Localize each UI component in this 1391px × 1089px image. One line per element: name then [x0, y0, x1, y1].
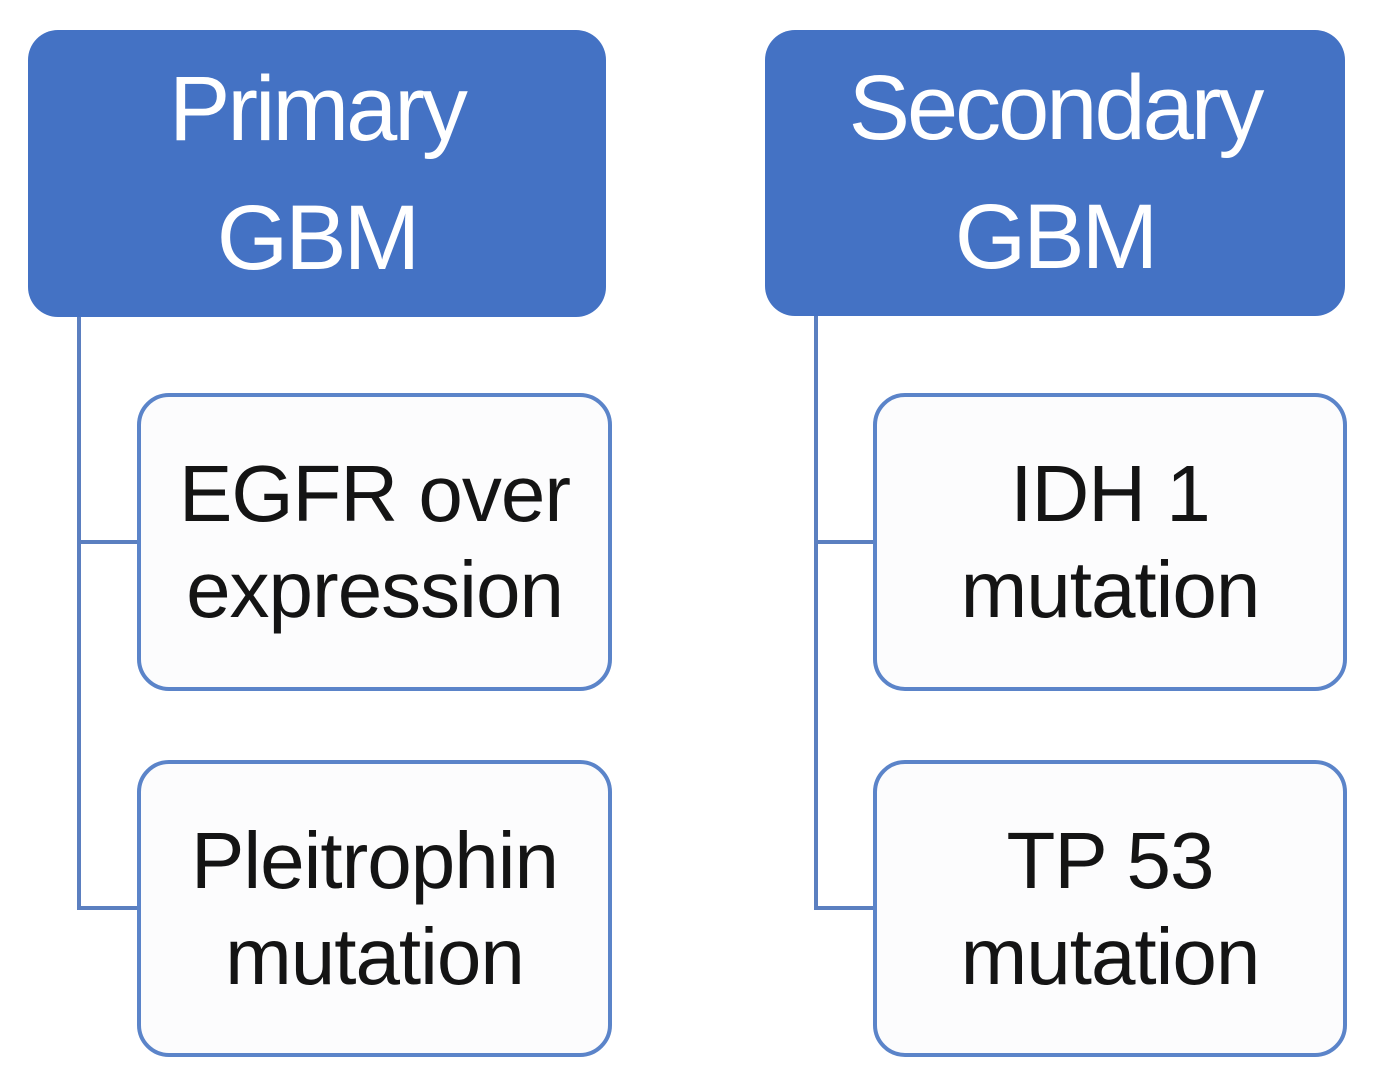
primary-gbm-header-line1: Primary — [169, 57, 468, 160]
primary-gbm-header-line2: GBM — [216, 186, 421, 289]
secondary-gbm-header-line2: GBM — [954, 186, 1159, 288]
pleitrophin-node-line1: Pleitrophin — [190, 815, 559, 905]
pleitrophin-mutation-node: Pleitrophin mutation — [137, 760, 612, 1057]
idh1-node-line1: IDH 1 — [1010, 449, 1210, 538]
primary-connector-branch-egfr — [77, 540, 139, 544]
idh1-mutation-node: IDH 1 mutation — [873, 393, 1347, 691]
secondary-gbm-header-node: Secondary GBM — [765, 30, 1345, 316]
secondary-gbm-header-line1: Secondary — [848, 57, 1265, 160]
egfr-node-line2: expression — [186, 545, 564, 634]
tp53-mutation-node: TP 53 mutation — [873, 760, 1347, 1057]
secondary-connector-branch-idh1 — [814, 540, 875, 544]
tp53-node-line2: mutation — [960, 911, 1261, 1001]
egfr-over-expression-node: EGFR over expression — [137, 393, 612, 691]
pleitrophin-node-line2: mutation — [225, 911, 525, 1001]
secondary-connector-branch-tp53 — [814, 906, 875, 910]
egfr-node-line1: EGFR over — [178, 449, 571, 538]
primary-connector-vertical — [77, 317, 81, 910]
idh1-node-line2: mutation — [960, 545, 1261, 634]
tp53-node-line1: TP 53 — [1006, 815, 1215, 905]
secondary-connector-vertical — [814, 316, 818, 910]
primary-connector-branch-pleitrophin — [77, 906, 139, 910]
primary-gbm-header-node: Primary GBM — [28, 30, 606, 317]
